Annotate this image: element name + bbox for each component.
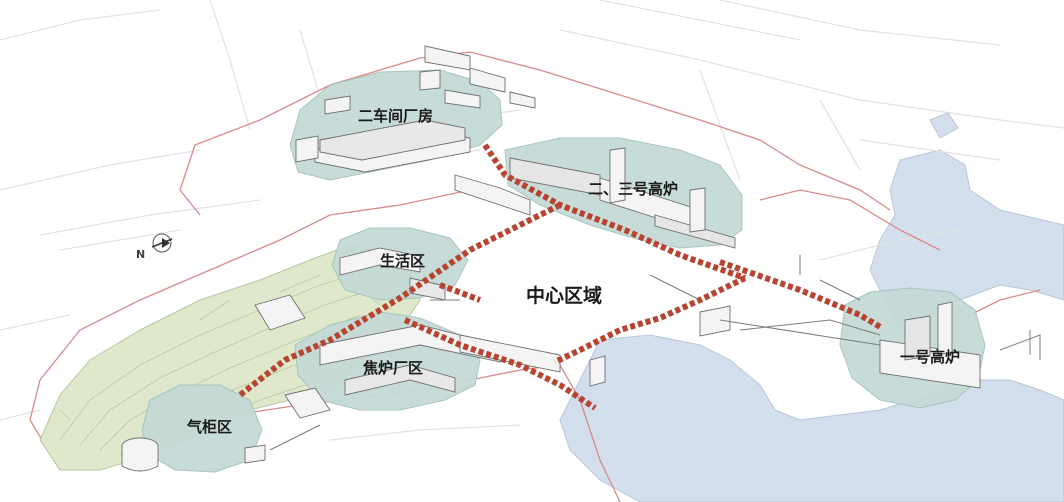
route-center-diagonal: [553, 275, 747, 365]
route-lines: [238, 143, 884, 411]
water-pond-south: [559, 334, 1064, 502]
label-furnace-1: 一号高炉: [900, 348, 961, 366]
route-workshop-to-furnace23: [482, 143, 747, 281]
route-center-east: [719, 259, 884, 331]
label-coking-zone: 焦炉厂区: [363, 359, 424, 377]
route-center-south: [403, 317, 597, 411]
north-arrow-icon: [151, 233, 173, 253]
water-bodies: [559, 112, 1064, 502]
label-workshop-2: 二车间厂房: [358, 107, 434, 125]
label-gasholder-zone: 气柜区: [187, 418, 233, 436]
water-river-east: [869, 149, 1064, 331]
buildings: [121, 45, 981, 472]
label-furnace-2-3: 二、三号高炉: [588, 180, 679, 198]
north-label: N: [136, 248, 146, 261]
label-living-zone: 生活区: [380, 252, 426, 270]
water-small-patch: [929, 112, 959, 139]
route-center-north: [238, 202, 562, 398]
conveyor-lines: [269, 255, 1041, 451]
functional-zones: [141, 69, 986, 473]
label-center-area: 中心区域: [526, 285, 603, 307]
route-living-south: [438, 282, 482, 303]
